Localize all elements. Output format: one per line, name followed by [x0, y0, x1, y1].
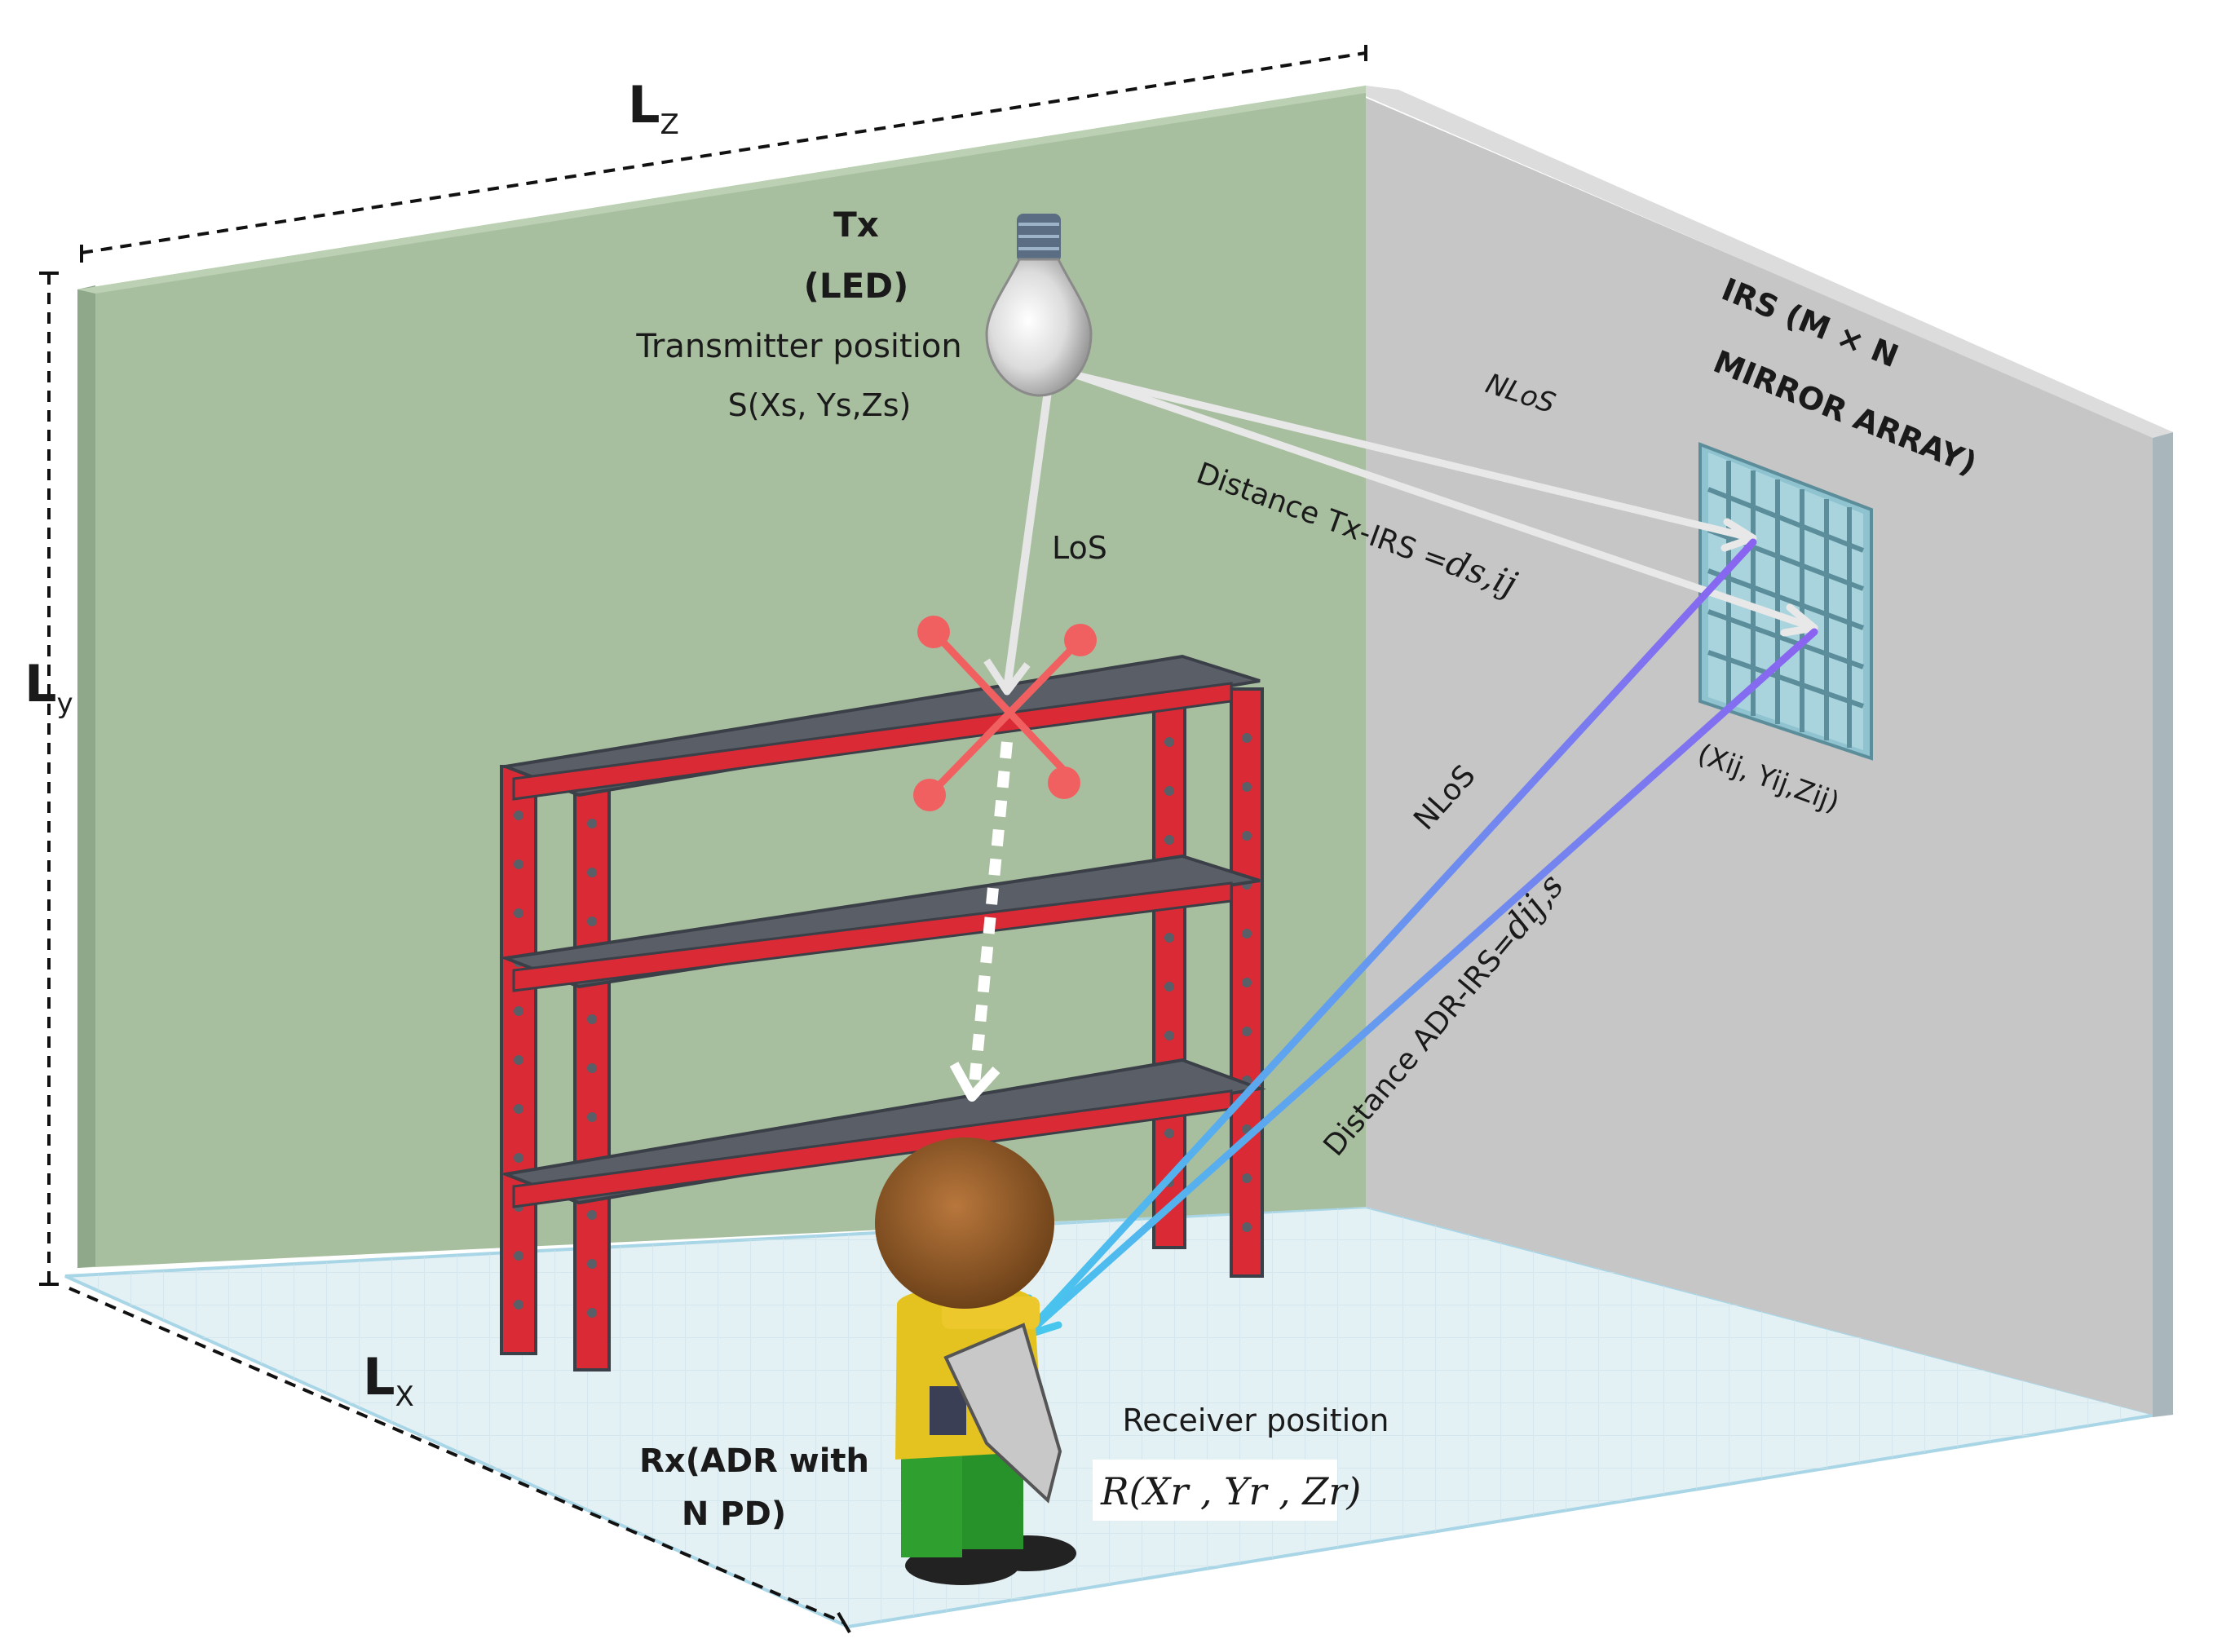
tx-title: Tx — [833, 205, 879, 245]
lx-dimension-line — [68, 1287, 845, 1624]
rx-label-line2: N PD) — [682, 1495, 786, 1533]
lx-label: LX — [363, 1347, 414, 1413]
irs-rx-beam-1 — [1025, 538, 1757, 1335]
lz-label: LZ — [628, 75, 679, 141]
receiver-position-box — [1093, 1460, 1337, 1521]
dimension-lines — [39, 45, 1367, 1634]
receiver-position-label: Receiver position — [1123, 1402, 1389, 1438]
tx-irs-arrowhead-1 — [1720, 518, 1757, 552]
side-wall — [1366, 86, 2173, 1417]
led-bulb-icon — [985, 214, 1093, 397]
receiver-position-value: R(Xr , Yr , Zr) — [1100, 1469, 1361, 1513]
blocked-marker — [913, 616, 1097, 811]
los-label: LoS — [1052, 530, 1107, 566]
tx-irs-beam-1 — [1072, 371, 1757, 542]
tx-irs-beams — [1072, 371, 1818, 637]
irs-rx-beam-2 — [1019, 628, 1818, 1341]
irs-mirror-array — [1698, 442, 1873, 761]
rx-label-line1: Rx(ADR with — [639, 1442, 869, 1480]
receiver-person — [875, 1137, 1076, 1585]
tx-subtitle: (LED) — [804, 266, 909, 306]
los-beam — [949, 391, 1052, 1102]
transmitter-position-label: Transmitter position — [635, 328, 961, 365]
lz-dimension-line — [81, 51, 1367, 254]
tx-irs-beam-2 — [1072, 371, 1818, 632]
tx-irs-arrowhead-2 — [1780, 603, 1818, 637]
transmitter-position-value: S(Xs, Ys,Zs) — [728, 387, 912, 423]
ly-label: Ly — [24, 654, 73, 720]
